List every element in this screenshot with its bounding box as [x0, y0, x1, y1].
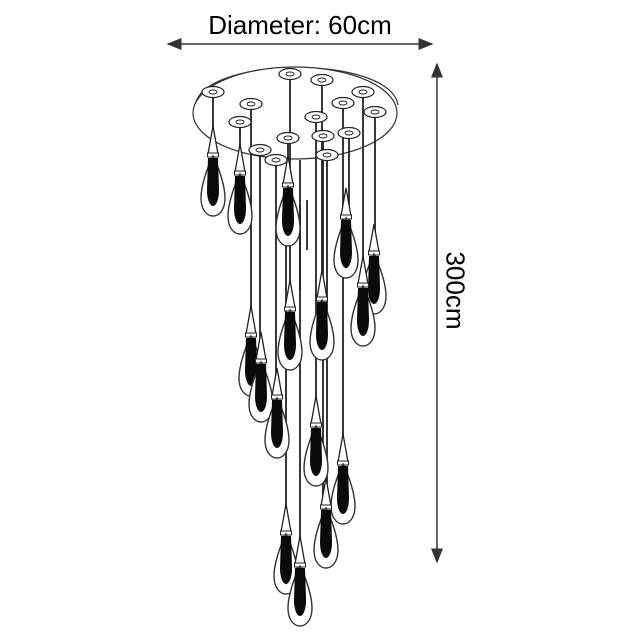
- diameter-label: Diameter: 60cm: [208, 10, 392, 40]
- pendants: [200, 125, 387, 627]
